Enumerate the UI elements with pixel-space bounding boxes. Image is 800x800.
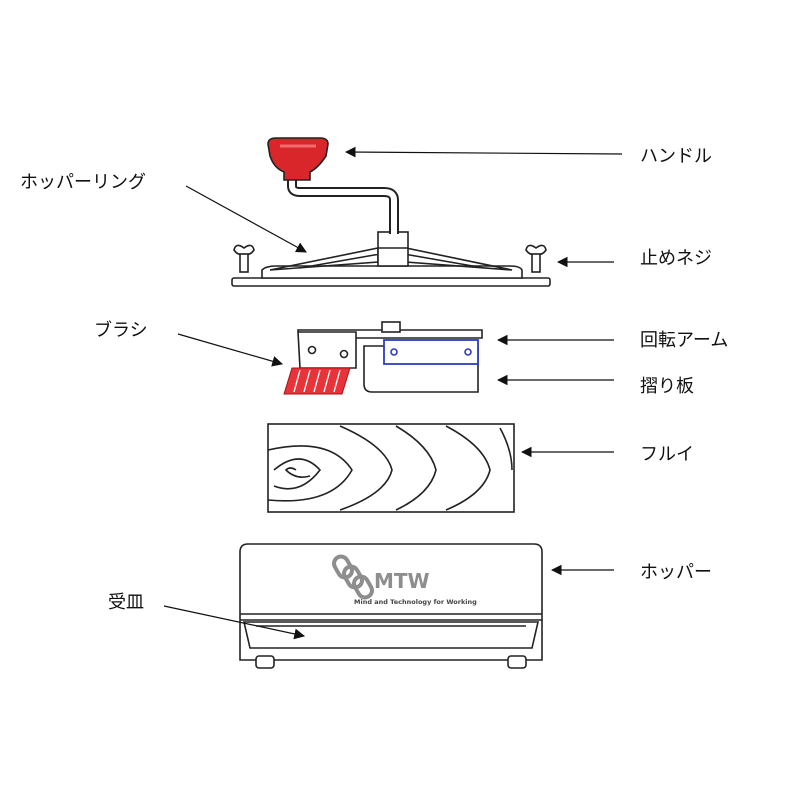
hopper-ring-hub xyxy=(377,231,409,267)
leader-lines xyxy=(163,146,623,640)
leader-tray xyxy=(163,605,306,640)
label-rotary-arm: 回転アーム xyxy=(640,330,728,351)
mtw-logo-mark xyxy=(332,554,374,600)
hopper-ring-assembly xyxy=(231,231,551,287)
wing-nut-right xyxy=(525,244,547,273)
sieve xyxy=(267,423,515,513)
hopper-foot-left xyxy=(255,655,275,669)
brush-holder xyxy=(297,331,357,369)
label-scraper: 摺り板 xyxy=(640,376,694,397)
label-stop-screw: 止めネジ xyxy=(640,248,712,269)
hopper-foot-right xyxy=(507,655,527,669)
mtw-logo-tagline: Mind and Technology for Working xyxy=(354,598,477,606)
label-handle: ハンドル xyxy=(640,146,712,167)
label-sieve: フルイ xyxy=(640,444,694,465)
hopper-ring-plate xyxy=(231,277,551,287)
mtw-logo: MTW Mind and Technology for Working xyxy=(332,554,477,606)
label-hopper: ホッパー xyxy=(640,562,712,583)
tray xyxy=(242,621,540,649)
labels: ハンドル ホッパーリング 止めネジ ブラシ 回転アーム 摺り板 フルイ ホッパー… xyxy=(20,146,728,613)
scraper-bracket xyxy=(383,339,479,365)
label-tray: 受皿 xyxy=(108,592,144,613)
leader-brush xyxy=(177,333,284,367)
rotary-arm-boss xyxy=(381,321,401,333)
mtw-logo-name: MTW xyxy=(374,569,430,593)
handle-knob xyxy=(267,137,329,181)
wing-nut-left xyxy=(233,244,255,273)
handle-assembly xyxy=(267,137,399,234)
leader-handle xyxy=(344,146,623,158)
hopper-ring-body xyxy=(261,265,523,279)
sieve-wood-grain xyxy=(267,425,513,511)
rotary-arm-assembly xyxy=(283,321,483,395)
brush-bristles xyxy=(283,367,351,395)
handle-crank-rod xyxy=(287,178,399,234)
label-brush: ブラシ xyxy=(94,319,148,341)
leader-hopper-ring xyxy=(185,185,307,253)
hopper: MTW Mind and Technology for Working xyxy=(239,543,543,669)
label-hopper-ring: ホッパーリング xyxy=(20,172,146,193)
